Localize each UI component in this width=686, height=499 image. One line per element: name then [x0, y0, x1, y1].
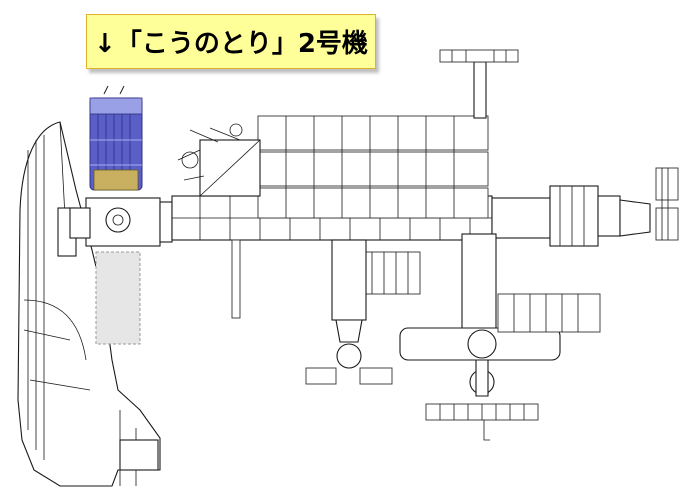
radiator-panel-right: [497, 293, 601, 333]
antenna-mast: [439, 49, 519, 119]
solar-array-right: [655, 167, 679, 241]
htv2-module: [89, 85, 143, 191]
radiator-panel-left: [359, 251, 421, 295]
unity-node-cross: [399, 233, 561, 397]
node-module: [69, 197, 173, 247]
solar-array-upper: [257, 115, 489, 219]
service-module: [491, 185, 651, 247]
htv2-caption-label: ↓「こうのとり」2号機: [86, 14, 376, 69]
docking-module-lower: [305, 239, 393, 385]
grey-module-outline: [95, 251, 141, 345]
russian-segment-clutter: [177, 123, 261, 197]
radiator-strut: [231, 239, 241, 319]
